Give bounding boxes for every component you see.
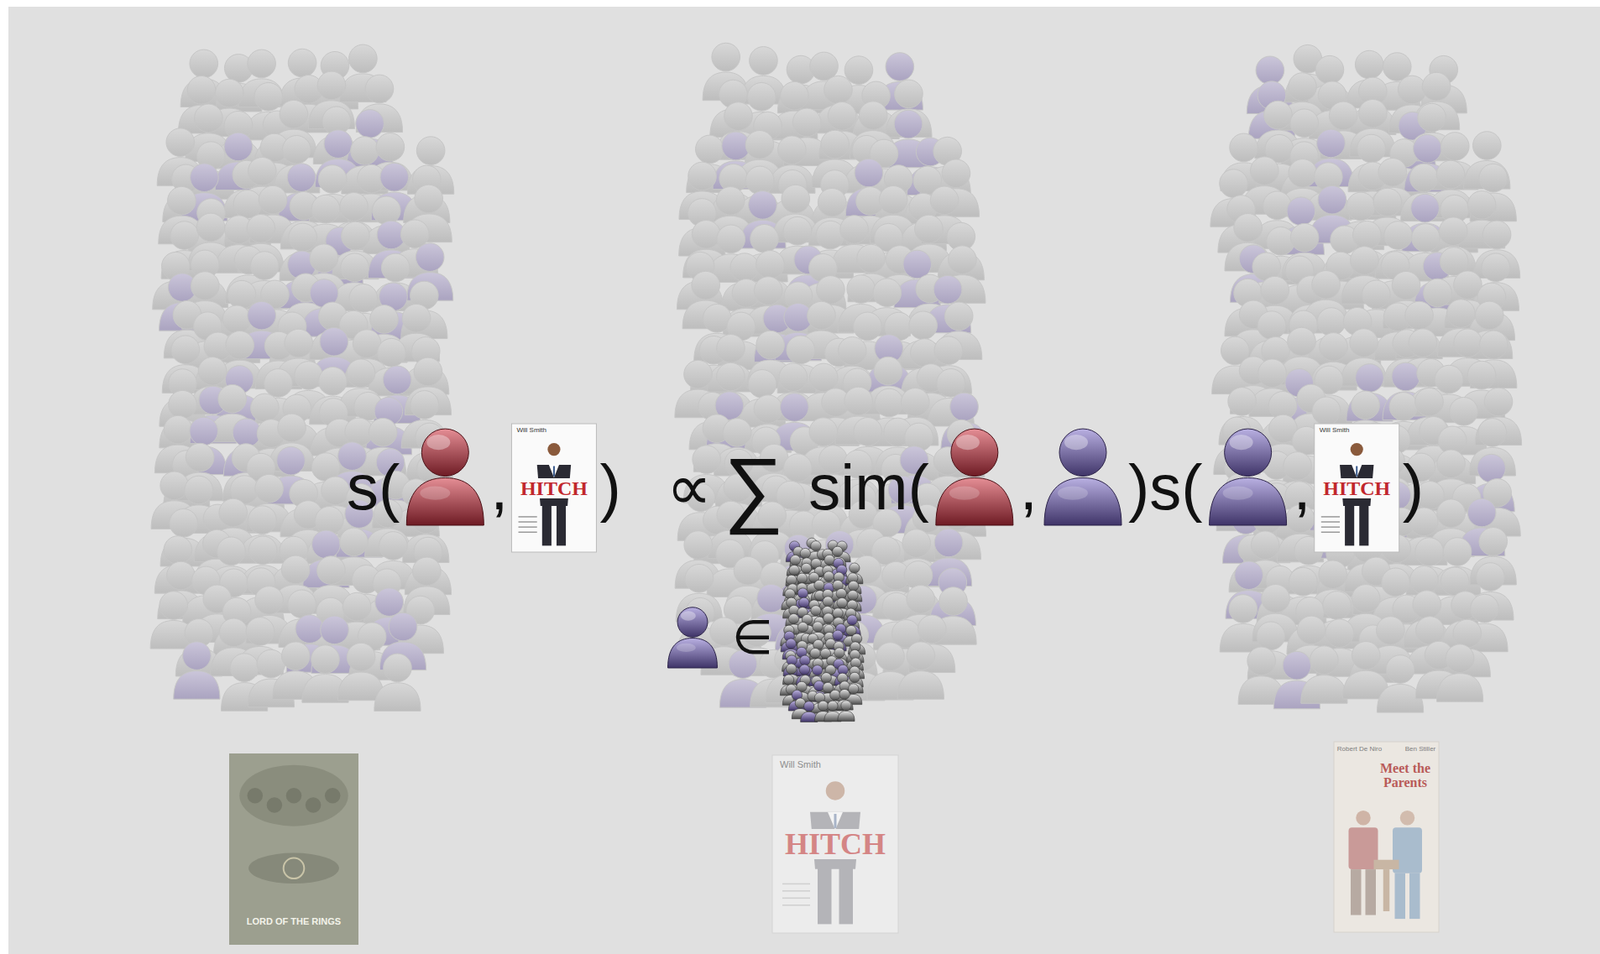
crowd-left	[150, 44, 455, 712]
formula-symbol: )s(	[1128, 455, 1203, 520]
user-icon	[1301, 646, 1348, 704]
user-icon	[780, 631, 798, 653]
formula-user	[1209, 428, 1287, 526]
user-icon	[935, 428, 1014, 526]
poster-credit: Ben Stiller	[1391, 746, 1437, 754]
formula-symbol: ,	[490, 455, 508, 520]
poster-title: Meet the Parents	[1375, 761, 1435, 791]
formula-user	[406, 428, 484, 526]
sum-sign: ∑	[723, 445, 784, 530]
movie-poster	[1314, 423, 1400, 553]
user-icon	[707, 334, 754, 392]
user-icon	[279, 48, 326, 106]
user-icon	[815, 75, 862, 133]
movie-poster	[229, 753, 359, 946]
poster-credit: Robert De Niro	[1337, 746, 1386, 754]
movie-poster	[511, 423, 597, 553]
user-icon	[1429, 426, 1476, 484]
formula-symbol: )	[1402, 455, 1424, 520]
crowd-right	[1210, 44, 1522, 713]
user-icon	[1209, 428, 1287, 526]
user-icon	[278, 590, 325, 648]
movie-poster	[1333, 742, 1439, 933]
user-icon	[368, 338, 415, 396]
proportional-sign: ∝	[666, 455, 712, 520]
user-icon	[783, 614, 830, 672]
poster-title: HITCH	[518, 478, 590, 499]
user-icon	[845, 580, 863, 602]
user-icon	[810, 692, 828, 714]
user-icon	[1376, 655, 1423, 713]
user-icon	[813, 565, 860, 623]
formula-symbol: sim(	[808, 455, 930, 520]
movie-poster	[772, 755, 899, 934]
user-icon	[668, 607, 718, 669]
poster-credit: Will Smith	[779, 759, 833, 770]
formula-symbol: ,	[1019, 455, 1038, 520]
user-icon	[374, 653, 421, 712]
subscript-user	[668, 607, 718, 669]
user-icon	[173, 642, 220, 700]
user-icon	[831, 621, 878, 679]
formula-symbol: s(	[346, 455, 400, 520]
formula-symbol: ,	[1293, 455, 1312, 520]
formula-user	[1044, 428, 1122, 526]
user-icon	[404, 537, 451, 595]
user-icon	[837, 700, 855, 722]
user-icon	[843, 615, 861, 637]
user-icon	[337, 643, 384, 701]
user-icon	[1443, 619, 1491, 677]
poster-credit: Will Smith	[516, 427, 552, 435]
user-icon	[937, 222, 984, 280]
user-icon	[816, 530, 863, 588]
user-icon	[1343, 642, 1390, 700]
user-icon	[846, 563, 863, 585]
background-panel	[8, 6, 1600, 954]
mini-crowd	[779, 538, 865, 722]
user-icon	[273, 135, 320, 194]
user-icon	[788, 690, 806, 712]
poster-title: HITCH	[783, 829, 888, 860]
poster-title: LORD OF THE RINGS	[246, 917, 341, 927]
formula-user	[935, 428, 1014, 526]
user-icon	[1436, 644, 1483, 702]
user-icon	[363, 196, 410, 254]
user-icon	[897, 642, 944, 700]
user-icon	[1044, 428, 1122, 526]
formula-symbol: )	[599, 455, 621, 520]
poster-title: HITCH	[1321, 478, 1392, 499]
user-icon	[401, 281, 448, 339]
poster-credit: Will Smith	[1319, 427, 1355, 435]
user-icon	[406, 428, 484, 526]
element-of-sign: ∈	[732, 614, 774, 662]
user-icon	[836, 689, 853, 711]
crowd-middle	[674, 42, 988, 710]
